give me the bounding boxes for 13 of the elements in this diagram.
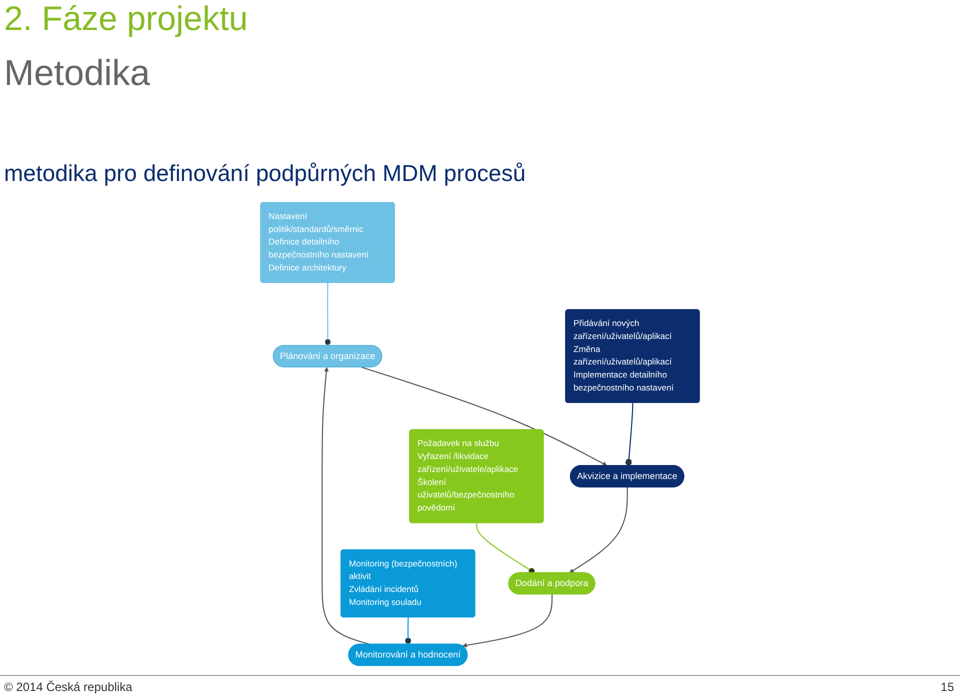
- connector: [324, 282, 331, 346]
- arrow: [569, 487, 628, 574]
- footer-note: © 2014 Česká republika: [4, 680, 132, 694]
- page-number: 15: [940, 680, 954, 694]
- connector: [625, 403, 634, 466]
- subtitle: Metodika: [4, 52, 150, 94]
- arrow: [462, 594, 553, 648]
- arrow: [322, 367, 370, 645]
- connector: [476, 523, 535, 574]
- caption: metodika pro definování podpůrných MDM procesů: [4, 160, 526, 187]
- connector: [404, 617, 412, 644]
- arrow: [361, 366, 608, 466]
- title: 2. Fáze projektu: [4, 0, 248, 39]
